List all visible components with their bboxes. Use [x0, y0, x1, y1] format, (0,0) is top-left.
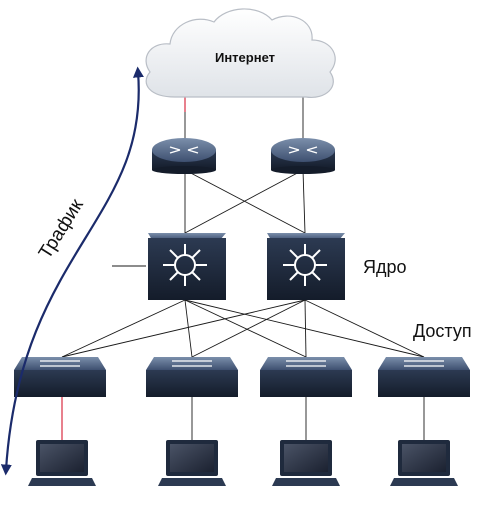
- router-arrows-icon: [288, 146, 318, 154]
- link-router1-core2: [184, 169, 306, 234]
- link-router2-core2: [302, 169, 306, 234]
- cloud-label: Интернет: [215, 50, 275, 65]
- traffic-label: Трафик: [35, 195, 88, 263]
- router-arrows-icon: [169, 146, 199, 154]
- link-core1-acc3: [184, 299, 307, 358]
- internet-cloud: Интернет: [145, 8, 336, 98]
- core-switch-1: [148, 233, 226, 300]
- access-switch-1: [14, 357, 106, 397]
- switch-arrows-icon: [404, 360, 444, 367]
- laptop-3: [272, 440, 340, 486]
- link-core2-acc1: [61, 299, 306, 358]
- traffic-arrow: [0, 66, 144, 476]
- link-core2-acc4: [304, 299, 425, 358]
- multilayer-switch-icon: [283, 244, 327, 286]
- link-core2-acc3: [304, 299, 307, 358]
- link-core1-acc4: [184, 299, 425, 358]
- link-core1-acc2: [184, 299, 193, 358]
- link-router2-core1: [184, 169, 304, 234]
- laptop-4: [390, 440, 458, 486]
- laptop-2: [158, 440, 226, 486]
- access-label: Доступ: [413, 321, 472, 341]
- laptop-1: [28, 440, 96, 486]
- router-2: [271, 138, 335, 174]
- router-1: [152, 138, 216, 174]
- core-label: Ядро: [363, 257, 407, 277]
- link-core2-acc2: [191, 299, 306, 358]
- access-switch-2: [146, 357, 238, 397]
- multilayer-switch-icon: [163, 244, 207, 286]
- access-switch-4: [378, 357, 470, 397]
- access-switch-3: [260, 357, 352, 397]
- link-core1-acc1: [61, 299, 186, 358]
- core-switch-2: [267, 233, 345, 300]
- switch-arrows-icon: [172, 360, 212, 367]
- switch-arrows-icon: [286, 360, 326, 367]
